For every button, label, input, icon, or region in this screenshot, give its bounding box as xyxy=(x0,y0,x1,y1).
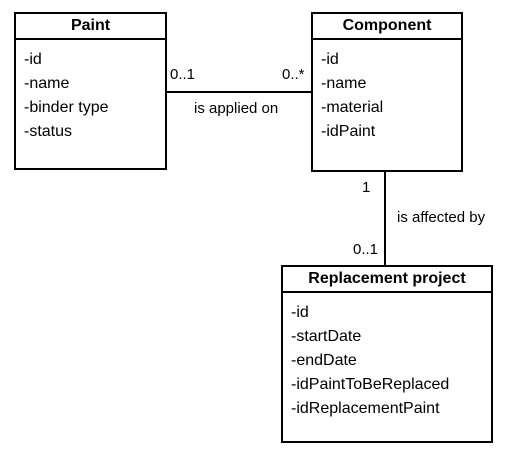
attribute: -idPaintToBeReplaced xyxy=(291,376,450,393)
association-label-affected: is affected by xyxy=(397,209,486,226)
class-paint[interactable]: Paint -id -name -binder type -status xyxy=(14,12,167,170)
class-component-title: Component xyxy=(313,14,461,40)
attribute: -id xyxy=(291,304,309,321)
multiplicity-paint-applied: 0..1 xyxy=(170,66,196,83)
attribute: -name xyxy=(321,75,367,92)
class-replacement-project[interactable]: Replacement project -id -startDate -endD… xyxy=(281,265,493,443)
class-component-attributes: -id -name -material -idPaint xyxy=(313,40,461,144)
attribute: -name xyxy=(24,75,70,92)
attribute: -material xyxy=(321,99,384,116)
multiplicity-project-affected: 0..1 xyxy=(353,241,379,258)
class-paint-attributes: -id -name -binder type -status xyxy=(16,40,165,144)
class-replacement-project-title: Replacement project xyxy=(283,267,491,293)
class-paint-title: Paint xyxy=(16,14,165,40)
class-replacement-project-attributes: -id -startDate -endDate -idPaintToBeRepl… xyxy=(283,293,491,421)
attribute: -idReplacementPaint xyxy=(291,400,440,417)
class-component[interactable]: Component -id -name -material -idPaint xyxy=(311,12,463,172)
attribute: -idPaint xyxy=(321,123,376,140)
attribute: -startDate xyxy=(291,328,362,345)
attribute: -binder type xyxy=(24,99,109,116)
attribute: -id xyxy=(321,51,339,68)
multiplicity-component-applied: 0..* xyxy=(282,66,305,83)
attribute: -endDate xyxy=(291,352,357,369)
association-label-applied: is applied on xyxy=(194,100,279,117)
attribute: -id xyxy=(24,51,42,68)
multiplicity-component-affected: 1 xyxy=(362,179,371,196)
attribute: -status xyxy=(24,123,73,140)
